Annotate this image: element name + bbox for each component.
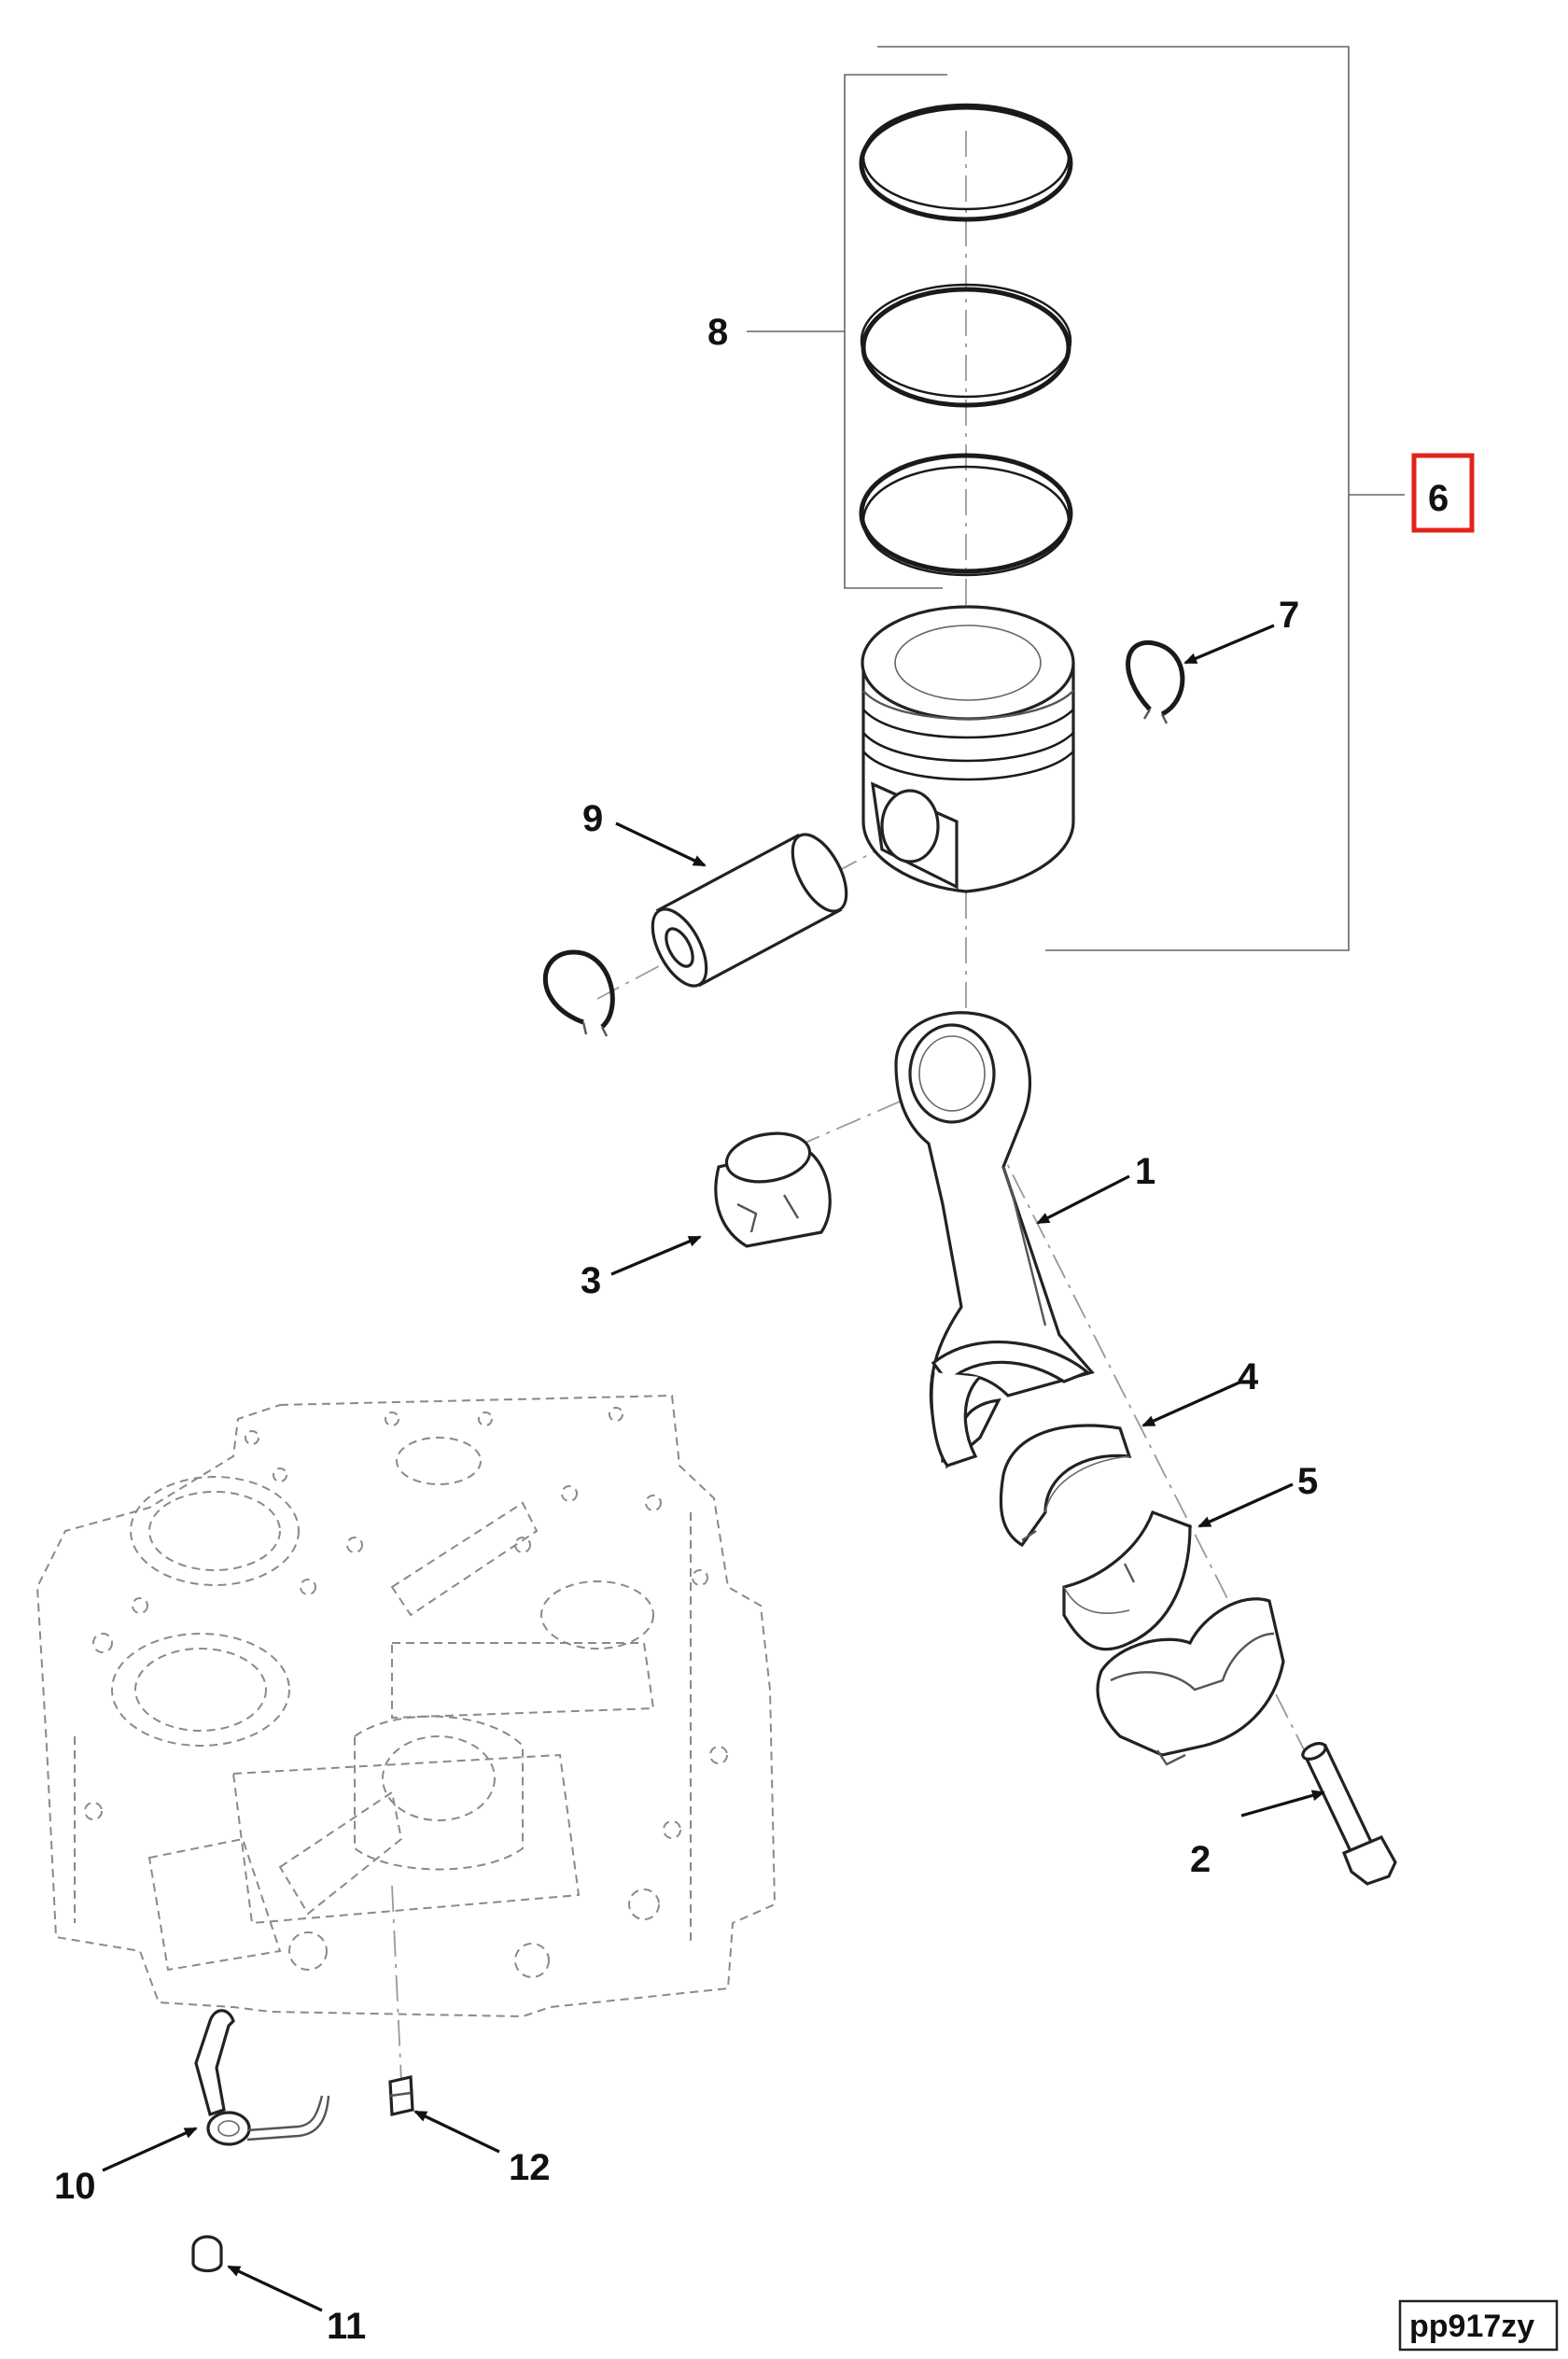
kit-bracket <box>877 46 1405 951</box>
piston-ring-middle <box>860 283 1072 408</box>
figure-id: pp917zy <box>1409 2309 1534 2344</box>
cap-screw <box>191 2235 223 2273</box>
rod-bushing <box>714 1131 832 1248</box>
callout-6: 6 <box>1428 478 1449 519</box>
connecting-rod-bolt <box>1301 1742 1397 1886</box>
bearing-shell-upper <box>999 1424 1132 1548</box>
callout-1: 1 <box>1135 1151 1155 1192</box>
bearing-shell-lower <box>1062 1509 1192 1651</box>
callout-7: 7 <box>1279 595 1299 636</box>
piston-ring-top <box>859 103 1073 222</box>
callout-9: 9 <box>582 798 603 839</box>
centerlines <box>391 131 1308 2083</box>
callout-11: 11 <box>327 2306 366 2347</box>
connecting-rod-cap <box>1096 1597 1285 1766</box>
engine-block-outline <box>35 1394 777 2018</box>
callout-2: 2 <box>1190 1839 1211 1880</box>
piston-pin <box>651 833 848 988</box>
callout-8: 8 <box>707 312 728 353</box>
piston <box>861 605 1075 893</box>
callout-6-highlight <box>1411 453 1475 533</box>
callout-labels: 1 2 3 4 5 6 7 8 9 10 11 12 <box>54 312 1449 2347</box>
ring-set-bracket <box>747 74 947 589</box>
callout-10: 10 <box>54 2166 96 2207</box>
figure-id-box: pp917zy <box>1398 2299 1559 2352</box>
piston-cooling-nozzle <box>194 2009 330 2146</box>
callout-4: 4 <box>1238 1356 1259 1397</box>
connecting-rod <box>894 1011 1095 1469</box>
plug <box>388 2075 414 2116</box>
callout-3: 3 <box>581 1260 601 1301</box>
callout-5: 5 <box>1297 1461 1318 1502</box>
piston-pin-retainer-right <box>1126 640 1185 724</box>
piston-ring-oil <box>859 453 1073 577</box>
piston-pin-retainer-left <box>542 949 615 1037</box>
leader-arrows <box>102 624 1325 2312</box>
callout-12: 12 <box>509 2147 551 2188</box>
